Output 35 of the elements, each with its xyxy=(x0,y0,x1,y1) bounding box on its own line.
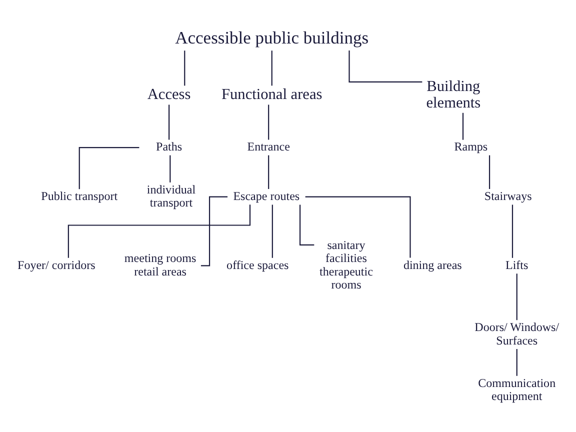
node-text: Communication equipment xyxy=(478,375,556,403)
node-text: Functional areas xyxy=(222,86,322,103)
connector xyxy=(168,104,170,140)
node-text: Foyer/ corridors xyxy=(18,257,96,272)
connector xyxy=(170,154,171,182)
node-text: Lifts xyxy=(506,257,528,272)
connector xyxy=(271,50,272,86)
connector xyxy=(348,50,422,82)
connector xyxy=(268,104,270,140)
node-text: Building elements xyxy=(426,77,481,111)
node-text: Escape routes xyxy=(233,188,300,202)
connector xyxy=(184,50,186,86)
connector xyxy=(512,204,514,258)
node-text: Ramps xyxy=(454,139,488,154)
node-text: dining areas xyxy=(403,257,462,272)
node-text: Doors/ Windows/ Surfaces xyxy=(474,320,560,347)
node-text: individual transport xyxy=(146,182,196,209)
node-text: Entrance xyxy=(247,139,290,154)
node-text: Stairways xyxy=(484,188,532,202)
node-text: Accessible public buildings xyxy=(175,26,369,47)
connector xyxy=(78,146,140,189)
connector xyxy=(516,348,518,376)
node-text: Paths xyxy=(156,139,182,154)
connector xyxy=(68,204,251,258)
node-text: Public transport xyxy=(41,188,118,202)
node-text: meeting rooms retail areas xyxy=(124,250,196,278)
node-text: office spaces xyxy=(226,257,289,272)
connector xyxy=(268,154,270,189)
connector xyxy=(516,273,518,320)
connector xyxy=(272,204,273,258)
node-text: sanitary facilities therapeutic rooms xyxy=(320,238,373,291)
connector xyxy=(488,154,490,189)
node-text: Access xyxy=(147,86,191,103)
connector xyxy=(462,112,464,140)
connector xyxy=(305,196,411,258)
